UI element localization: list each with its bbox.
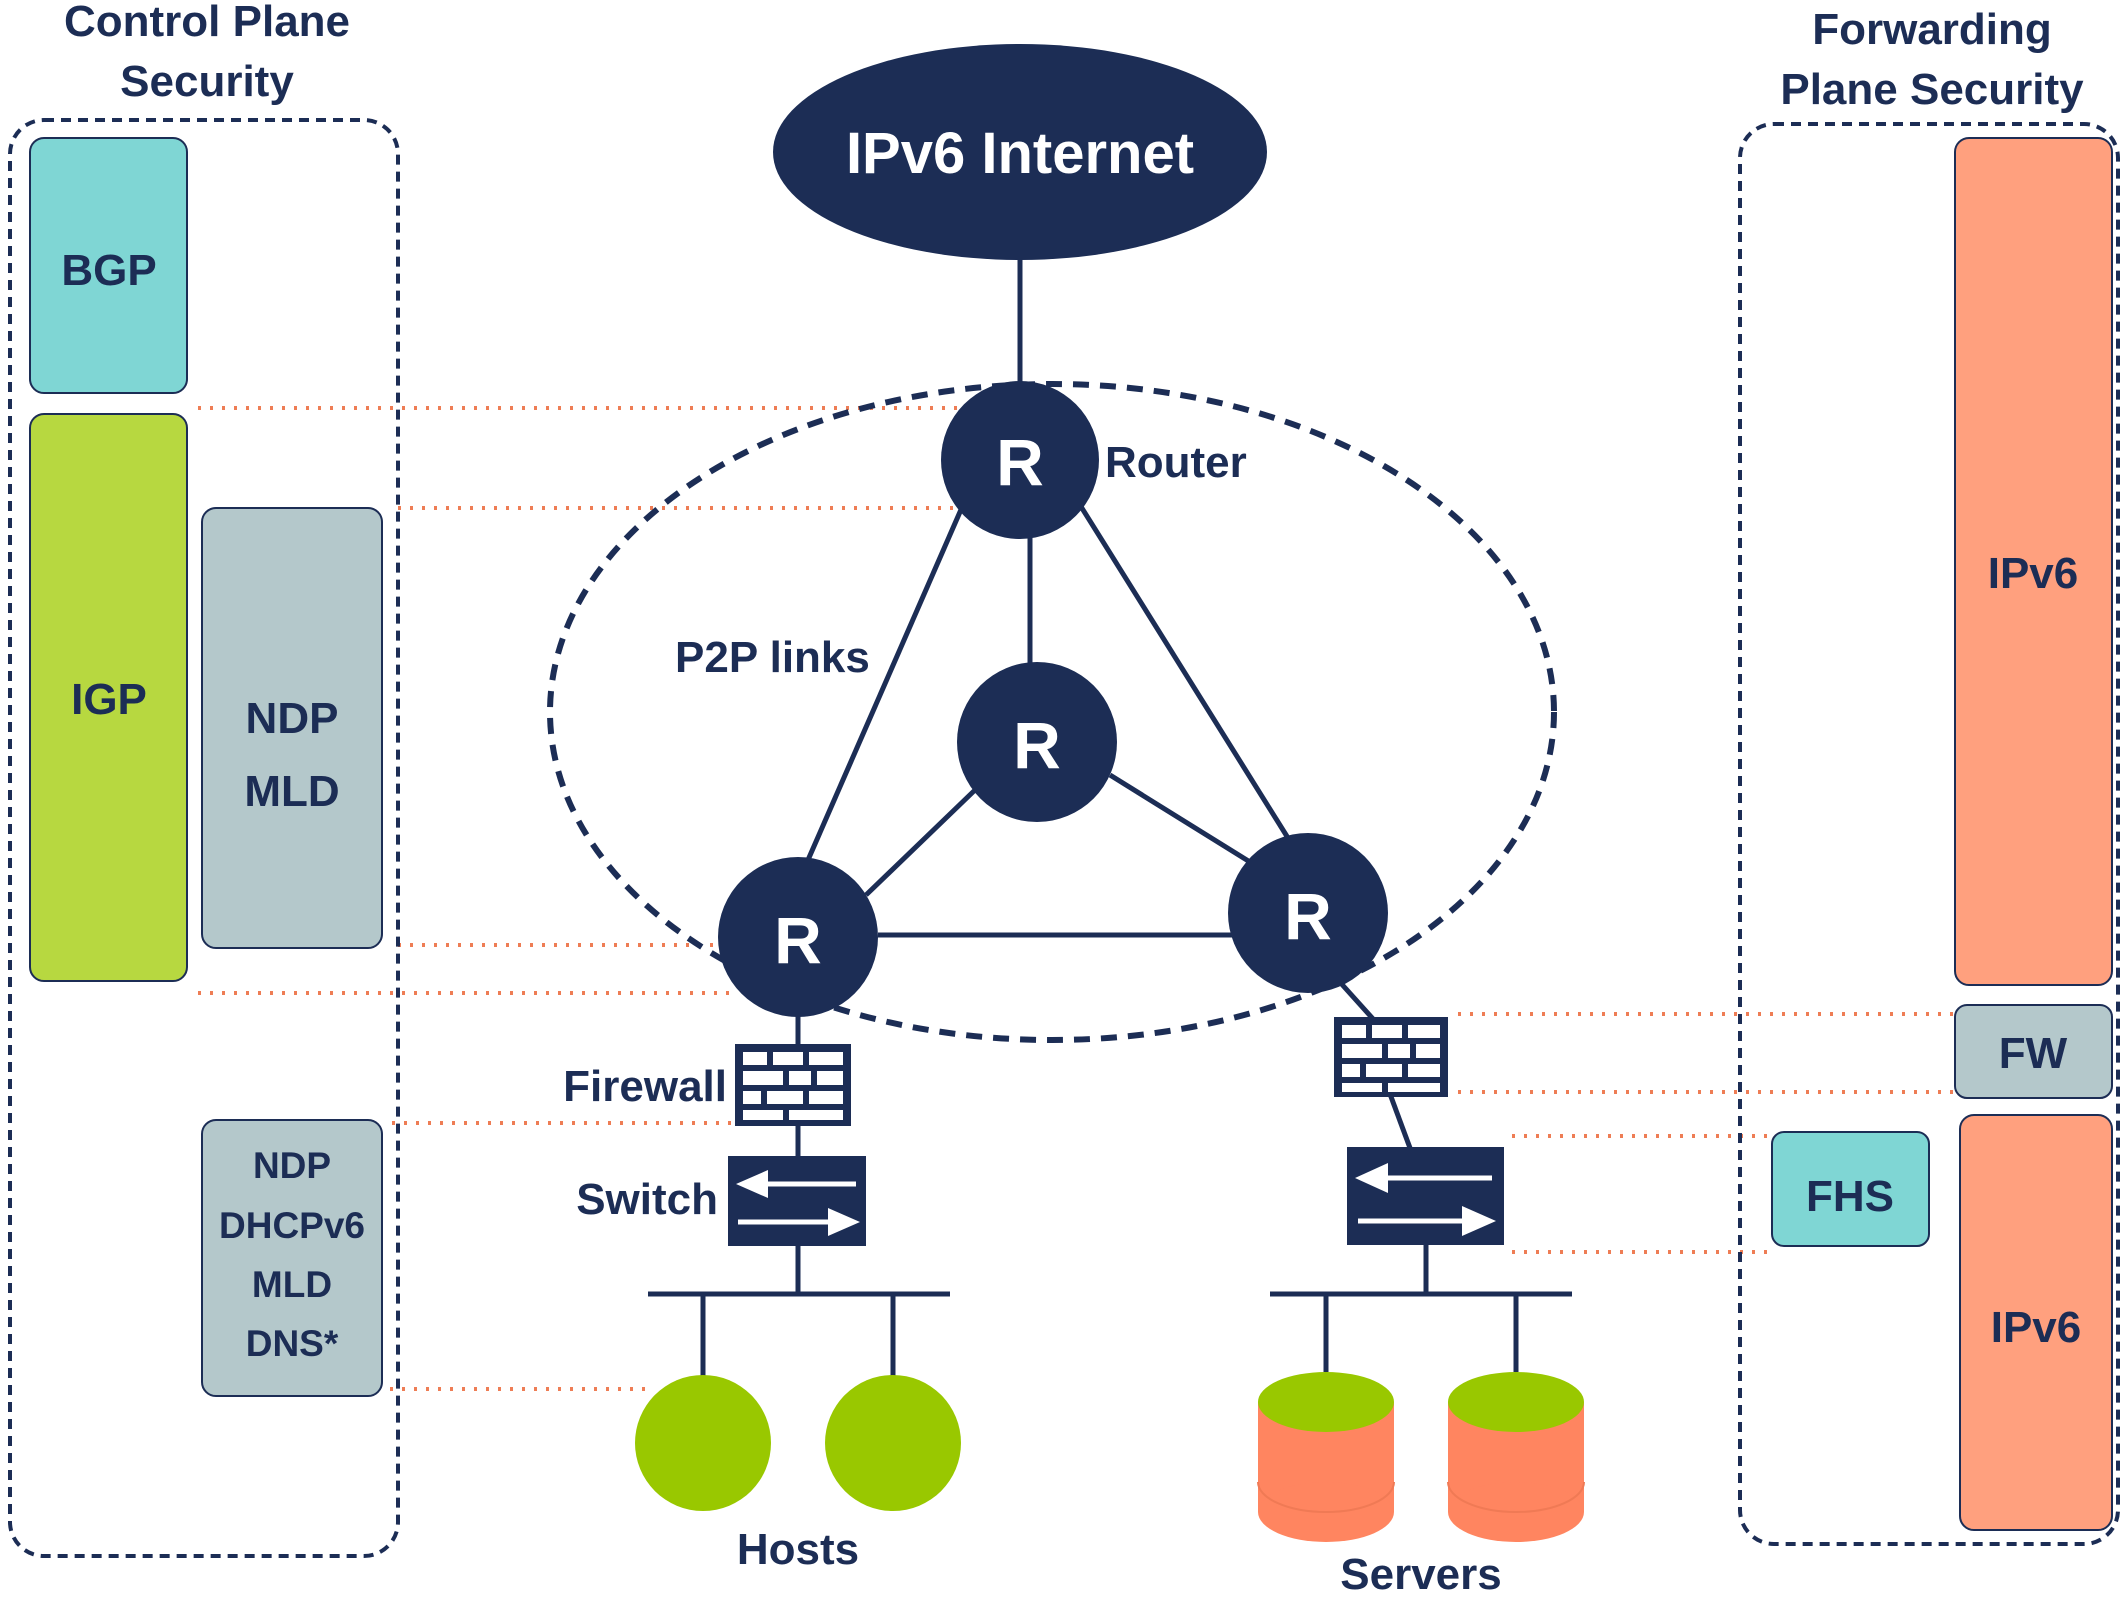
router-right — [1228, 833, 1388, 993]
firewall-label: Firewall — [563, 1062, 727, 1111]
links — [648, 255, 1572, 1378]
fhs-label: FHS — [1806, 1172, 1894, 1221]
ipv6-internet-node — [773, 44, 1267, 260]
ipv6-top-block — [1954, 137, 2113, 986]
link-top-left — [805, 503, 966, 862]
igp-block — [29, 413, 188, 982]
link-right-firewall-switch — [1387, 1093, 1413, 1149]
bgp-label: BGP — [61, 246, 156, 295]
network-topology: IPv6 Internet R R R R Router P2P links — [547, 44, 1585, 1598]
forwarding-plane-title-line2: Plane Security — [1780, 65, 2084, 114]
control-plane-title-line2: Security — [120, 57, 294, 106]
fw-label: FW — [1999, 1029, 2068, 1078]
router-left — [718, 857, 878, 1017]
servers-label: Servers — [1340, 1550, 1501, 1598]
router-right-symbol: R — [1284, 879, 1332, 953]
host-protocol-mld: MLD — [252, 1264, 332, 1305]
ndp-mld-label-line2: MLD — [244, 767, 339, 816]
link-right-router-firewall — [1336, 978, 1376, 1022]
ipv6-bottom-block — [1959, 1114, 2113, 1531]
firewall-right-icon — [1334, 1017, 1448, 1097]
router-center-symbol: R — [1013, 708, 1061, 782]
forwarding-plane-panel: Forwarding Plane Security IPv6 FW FHS IP… — [1738, 5, 2120, 1546]
router-left-symbol: R — [774, 903, 822, 977]
link-top-right — [1077, 503, 1291, 840]
fhs-block — [1771, 1131, 1930, 1247]
hosts-label: Hosts — [737, 1525, 859, 1574]
ipv6-bottom-label: IPv6 — [1991, 1303, 2082, 1352]
ndp-mld-block — [201, 507, 383, 949]
igp-label: IGP — [71, 675, 147, 724]
host-protocols-block — [201, 1119, 383, 1397]
forwarding-plane-border — [1738, 122, 2120, 1546]
dotted-connectors — [198, 406, 1955, 1391]
control-plane-title-line1: Control Plane — [64, 0, 350, 46]
control-plane-panel: Control Plane Security BGP IGP NDP MLD N… — [8, 0, 400, 1558]
core-boundary — [547, 381, 1557, 1043]
p2p-links-label: P2P links — [675, 633, 870, 682]
router-top-symbol: R — [996, 425, 1044, 499]
router-top — [941, 381, 1099, 539]
router-label: Router — [1105, 438, 1247, 487]
fw-block — [1954, 1004, 2113, 1099]
forwarding-plane-title-line1: Forwarding — [1812, 5, 2052, 54]
switch-left-icon — [728, 1156, 866, 1246]
link-center-right — [1108, 772, 1252, 865]
host-protocol-dns: DNS* — [246, 1323, 339, 1364]
switch-label: Switch — [576, 1175, 718, 1224]
host-protocol-dhcpv6: DHCPv6 — [219, 1205, 365, 1246]
bgp-block — [29, 137, 188, 394]
ndp-mld-label-line1: NDP — [246, 694, 339, 743]
firewall-left-icon — [735, 1044, 851, 1126]
ipv6-internet-label: IPv6 Internet — [846, 121, 1194, 186]
switch-right-icon — [1347, 1147, 1504, 1245]
link-center-left — [864, 788, 977, 897]
control-plane-border — [8, 118, 400, 1558]
server-1 — [1257, 1372, 1395, 1542]
server-2 — [1447, 1372, 1585, 1542]
ipv6-top-label: IPv6 — [1988, 549, 2079, 598]
host-protocol-ndp: NDP — [253, 1145, 331, 1186]
host-2 — [825, 1375, 961, 1511]
router-center — [957, 662, 1117, 822]
host-1 — [635, 1375, 771, 1511]
